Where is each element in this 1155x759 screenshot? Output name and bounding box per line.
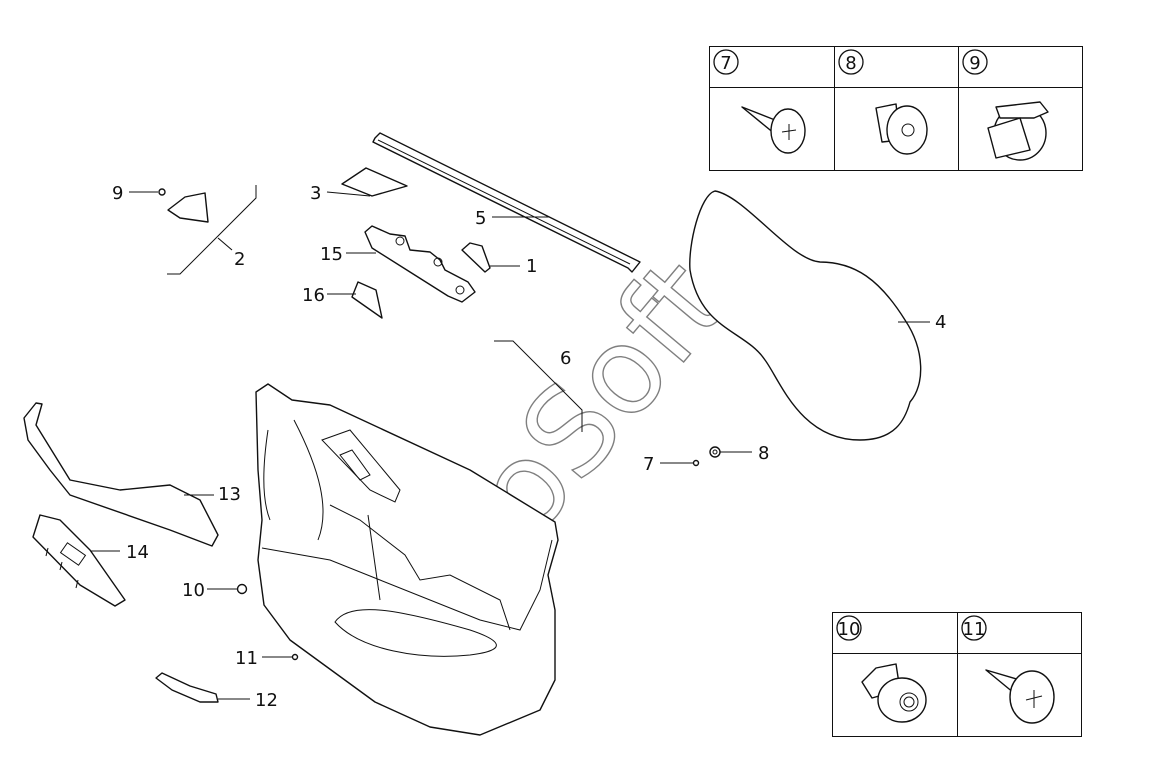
callout-9: 9: [112, 183, 123, 204]
detail-screw-11: [985, 669, 1055, 724]
door-trim-panel: [255, 383, 559, 736]
detail-box-top: 7 8 9: [709, 46, 1083, 171]
part-11-screw: [291, 653, 299, 661]
callout-4: 4: [935, 312, 946, 333]
callout-13: 13: [218, 484, 241, 505]
callout-11: 11: [235, 648, 258, 669]
part-3-pad: [341, 167, 408, 197]
detail-label-11: 11: [963, 619, 986, 640]
callout-10: 10: [182, 580, 205, 601]
detail-box-bottom: 10 11: [832, 612, 1082, 737]
part-7-screw: [688, 459, 700, 467]
part-10-clip: [236, 583, 248, 595]
part-2-trim-line: [167, 185, 257, 275]
part-4-moisture-barrier: [689, 190, 922, 441]
part-13-armrest: [23, 402, 219, 547]
part-9-clip-small: [158, 188, 209, 223]
detail-clip-9: [987, 101, 1049, 161]
part-15-handle-bracket: [364, 225, 476, 303]
callout-14: 14: [126, 542, 149, 563]
callout-6: 6: [560, 348, 571, 369]
part-14-switch-bezel: [32, 514, 126, 607]
callout-12: 12: [255, 690, 278, 711]
callout-labels: 1 2 3 4 5 6 7 8 9 10 11 12 13 14 15 16: [112, 183, 946, 711]
callout-1: 1: [526, 256, 537, 277]
part-16-pad: [351, 281, 383, 319]
callout-2: 2: [234, 249, 245, 270]
callout-16: 16: [302, 285, 325, 306]
part-8-clip: [709, 446, 721, 458]
callout-7: 7: [643, 454, 654, 475]
callout-15: 15: [320, 244, 343, 265]
detail-label-7: 7: [720, 53, 731, 74]
callout-8: 8: [758, 443, 769, 464]
detail-label-10: 10: [838, 619, 861, 640]
part-1-cover: [461, 242, 491, 273]
callout-5: 5: [475, 208, 486, 229]
detail-label-8: 8: [845, 53, 856, 74]
detail-label-9: 9: [969, 53, 980, 74]
callout-3: 3: [310, 183, 321, 204]
part-12-strip: [155, 672, 219, 703]
detail-clip-10: [861, 663, 927, 723]
part-5-weatherstrip: [372, 132, 641, 273]
detail-clip-8: [875, 103, 928, 155]
detail-screw-7: [741, 106, 806, 154]
